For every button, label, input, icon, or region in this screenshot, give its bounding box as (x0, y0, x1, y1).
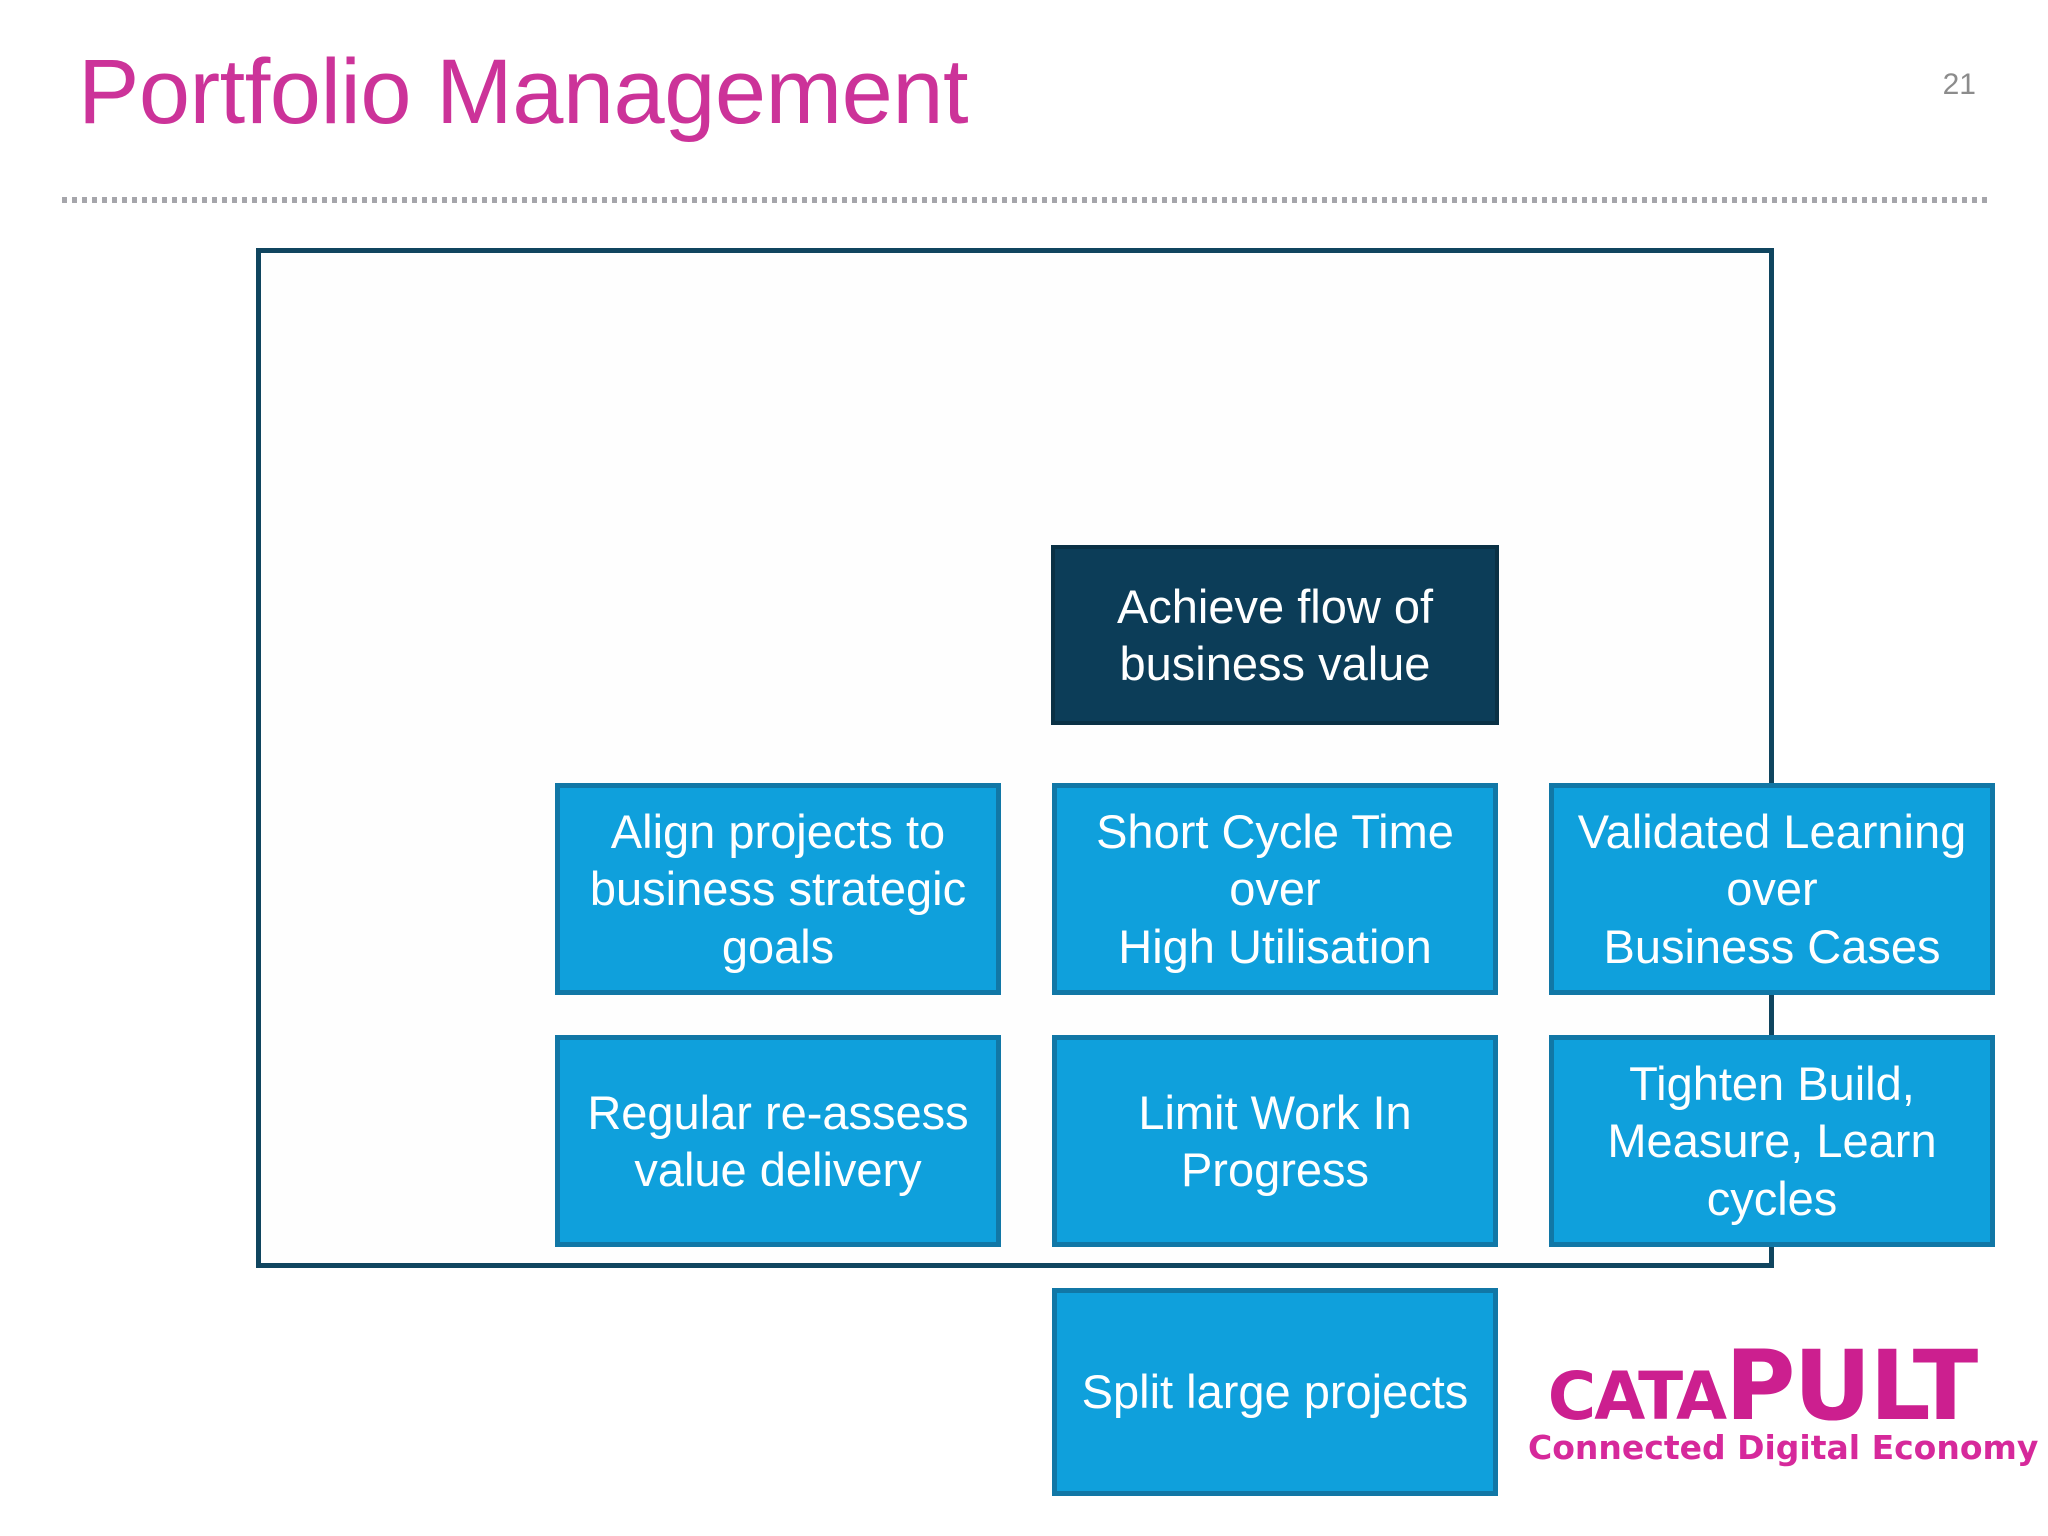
node-label: Regular re-assess value delivery (587, 1085, 969, 1196)
node-label: Achieve flow of business value (1116, 579, 1434, 690)
node-label: Short Cycle Time over High Utilisation (1096, 805, 1454, 973)
page-number: 21 (1942, 68, 1976, 101)
node-limit-work-in-progress: Limit Work In Progress (1052, 1035, 1498, 1247)
node-tighten-build-measure-learn-cycles: Tighten Build, Measure, Learn cycles (1549, 1035, 1995, 1247)
node-achieve-flow-of-business-value: Achieve flow of business value (1051, 545, 1499, 725)
node-label: Tighten Build, Measure, Learn cycles (1607, 1057, 1937, 1225)
node-short-cycle-time-over-high-utilisation: Short Cycle Time over High Utilisation (1052, 783, 1498, 995)
node-align-projects-to-business-strategic-goals: Align projects to business strategic goa… (555, 783, 1001, 995)
node-label: Split large projects (1081, 1365, 1469, 1419)
logo-tagline: Connected Digital Economy (1528, 1428, 2039, 1467)
node-validated-learning-over-business-cases: Validated Learning over Business Cases (1549, 783, 1995, 995)
page-title: Portfolio Management (78, 41, 969, 143)
diagram-frame: Achieve flow of business value Align pro… (256, 248, 1995, 1496)
logo-word-part-pult: PULT (1725, 1330, 1978, 1443)
node-label: Limit Work In Progress (1138, 1085, 1412, 1196)
node-regular-re-assess-value-delivery: Regular re-assess value delivery (555, 1035, 1001, 1247)
logo-word-part-cata: CATA (1547, 1358, 1727, 1436)
node-label: Align projects to business strategic goa… (589, 805, 967, 973)
header-divider (62, 196, 1992, 204)
node-label: Validated Learning over Business Cases (1577, 805, 1967, 973)
node-split-large-projects: Split large projects (1052, 1288, 1498, 1496)
